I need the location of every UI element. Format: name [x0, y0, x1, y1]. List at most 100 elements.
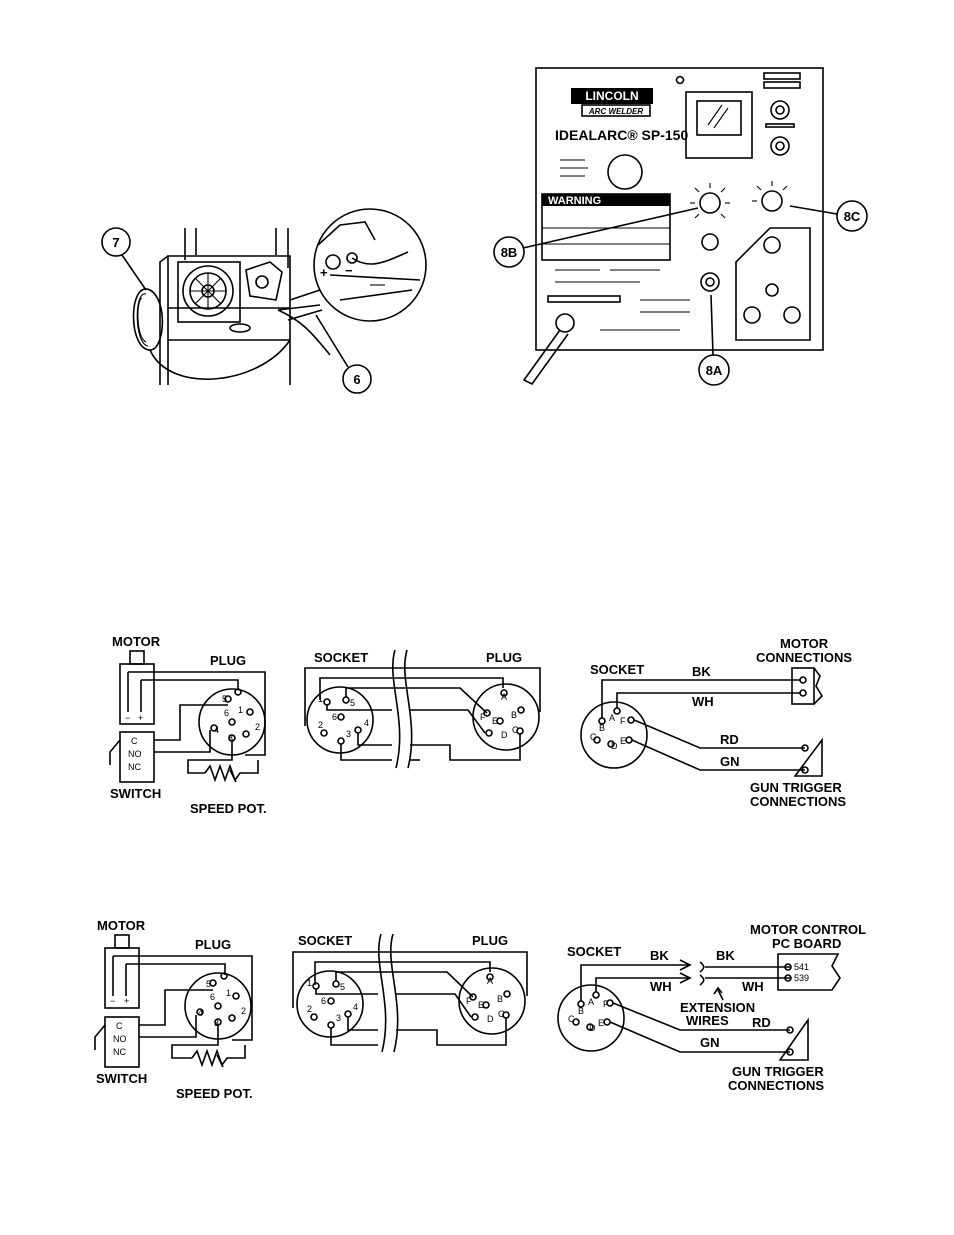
svg-text:F: F — [480, 712, 486, 722]
svg-text:2: 2 — [307, 1004, 312, 1014]
svg-text:8A: 8A — [706, 363, 723, 378]
plug-label: PLUG — [472, 933, 508, 948]
svg-text:A: A — [609, 713, 615, 723]
svg-text:B: B — [497, 994, 503, 1004]
svg-text:NO: NO — [113, 1034, 127, 1044]
socket-label: SOCKET — [298, 933, 352, 948]
svg-text:WH: WH — [742, 979, 764, 994]
svg-text:+: + — [124, 996, 129, 1006]
svg-text:IDEALARC® SP-150: IDEALARC® SP-150 — [555, 127, 688, 143]
svg-text:6: 6 — [321, 996, 326, 1006]
svg-text:EXTENSION: EXTENSION — [680, 1000, 755, 1015]
svg-text:8B: 8B — [501, 245, 518, 260]
svg-text:+: + — [138, 713, 143, 723]
svg-text:GN: GN — [700, 1035, 720, 1050]
motor-label: MOTOR — [97, 918, 146, 933]
svg-text:GUN TRIGGER: GUN TRIGGER — [750, 780, 842, 795]
svg-text:WARNING: WARNING — [548, 195, 601, 207]
svg-text:RD: RD — [720, 732, 739, 747]
svg-text:C: C — [131, 736, 138, 746]
svg-text:4: 4 — [364, 718, 369, 728]
svg-text:6: 6 — [224, 708, 229, 718]
svg-text:CONNECTIONS: CONNECTIONS — [756, 650, 852, 665]
socket-label: SOCKET — [314, 650, 368, 665]
svg-text:PC BOARD: PC BOARD — [772, 936, 841, 951]
svg-text:NC: NC — [113, 1047, 126, 1057]
svg-text:3: 3 — [214, 1018, 219, 1028]
callout-6: 6 — [315, 314, 372, 394]
svg-text:−: − — [125, 713, 130, 723]
svg-text:MOTOR CONTROL: MOTOR CONTROL — [750, 922, 866, 937]
svg-text:541: 541 — [794, 962, 809, 972]
svg-text:WH: WH — [692, 694, 714, 709]
motor-plug-diagram-4: MOTOR − + PLUG 5 1 6 4 3 2 C NO NC SWITC… — [94, 918, 253, 1101]
svg-text:E: E — [620, 736, 626, 746]
svg-text:B: B — [578, 1006, 584, 1016]
svg-text:BK: BK — [716, 948, 735, 963]
svg-text:8C: 8C — [844, 209, 861, 224]
svg-text:GN: GN — [720, 754, 740, 769]
svg-text:6: 6 — [332, 712, 337, 722]
svg-text:2: 2 — [255, 722, 260, 732]
svg-text:C: C — [512, 725, 519, 735]
switch-label: SWITCH — [110, 786, 161, 801]
zoom-detail-circle: + − — [313, 208, 427, 322]
svg-text:C: C — [568, 1014, 575, 1024]
svg-text:MOTOR: MOTOR — [780, 636, 829, 651]
socket-pcboard-diagram-6: SOCKET MOTOR CONTROL PC BOARD A B F C D … — [557, 922, 866, 1093]
speed-pot-label: SPEED POT. — [176, 1086, 253, 1101]
svg-text:1: 1 — [318, 694, 323, 704]
svg-text:ARC WELDER: ARC WELDER — [588, 107, 643, 116]
plug-label: PLUG — [210, 653, 246, 668]
svg-text:5: 5 — [340, 982, 345, 992]
svg-text:E: E — [598, 1018, 604, 1028]
socket-label: SOCKET — [590, 662, 644, 677]
callout-8b: 8B — [493, 207, 699, 268]
svg-text:BK: BK — [650, 948, 669, 963]
svg-text:C: C — [498, 1009, 505, 1019]
svg-text:4: 4 — [353, 1002, 358, 1012]
svg-text:BK: BK — [692, 664, 711, 679]
svg-text:C: C — [590, 732, 597, 742]
svg-text:6: 6 — [353, 372, 360, 387]
svg-text:−: − — [110, 996, 115, 1006]
svg-text:CONNECTIONS: CONNECTIONS — [750, 794, 846, 809]
svg-text:7: 7 — [112, 235, 119, 250]
svg-text:5: 5 — [206, 979, 211, 989]
svg-text:3: 3 — [336, 1013, 341, 1023]
callout-8c: 8C — [789, 200, 868, 232]
svg-text:A: A — [501, 692, 507, 702]
plug-label: PLUG — [486, 650, 522, 665]
svg-text:1: 1 — [238, 705, 243, 715]
svg-text:F: F — [620, 716, 626, 726]
callout-7: 7 — [101, 227, 147, 291]
socket-connections-diagram-3: SOCKET MOTOR CONNECTIONS A B F C D E BK … — [580, 636, 852, 809]
svg-text:D: D — [501, 730, 508, 740]
svg-text:B: B — [511, 710, 517, 720]
svg-text:−: − — [345, 263, 353, 278]
svg-text:RD: RD — [752, 1015, 771, 1030]
callout-8a: 8A — [698, 294, 730, 386]
svg-text:+: + — [320, 265, 328, 280]
svg-text:5: 5 — [350, 698, 355, 708]
svg-text:3: 3 — [228, 733, 233, 743]
welder-front-panel: LINCOLN ARC WELDER IDEALARC® SP-150 WARN… — [522, 67, 824, 386]
svg-text:2: 2 — [318, 720, 323, 730]
socket-label: SOCKET — [567, 944, 621, 959]
svg-text:A: A — [487, 976, 493, 986]
svg-text:A: A — [588, 997, 594, 1007]
socket-plug-diagram-2: SOCKET PLUG 1 5 6 2 4 3 A F E B D C — [304, 649, 541, 769]
wire-feeder-illustration — [132, 228, 331, 385]
svg-text:539: 539 — [794, 973, 809, 983]
svg-text:CONNECTIONS: CONNECTIONS — [728, 1078, 824, 1093]
motor-plug-diagram-1: MOTOR − + PLUG 5 1 6 4 3 2 C NO NC SWITC… — [109, 634, 267, 816]
socket-plug-diagram-5: SOCKET PLUG 1 5 6 2 4 3 A F E B D C — [292, 933, 528, 1053]
svg-text:D: D — [611, 741, 618, 751]
svg-text:6: 6 — [210, 992, 215, 1002]
svg-text:1: 1 — [307, 978, 312, 988]
svg-text:E: E — [478, 1000, 484, 1010]
svg-text:LINCOLN: LINCOLN — [585, 89, 638, 103]
svg-text:2: 2 — [241, 1006, 246, 1016]
svg-text:C: C — [116, 1021, 123, 1031]
